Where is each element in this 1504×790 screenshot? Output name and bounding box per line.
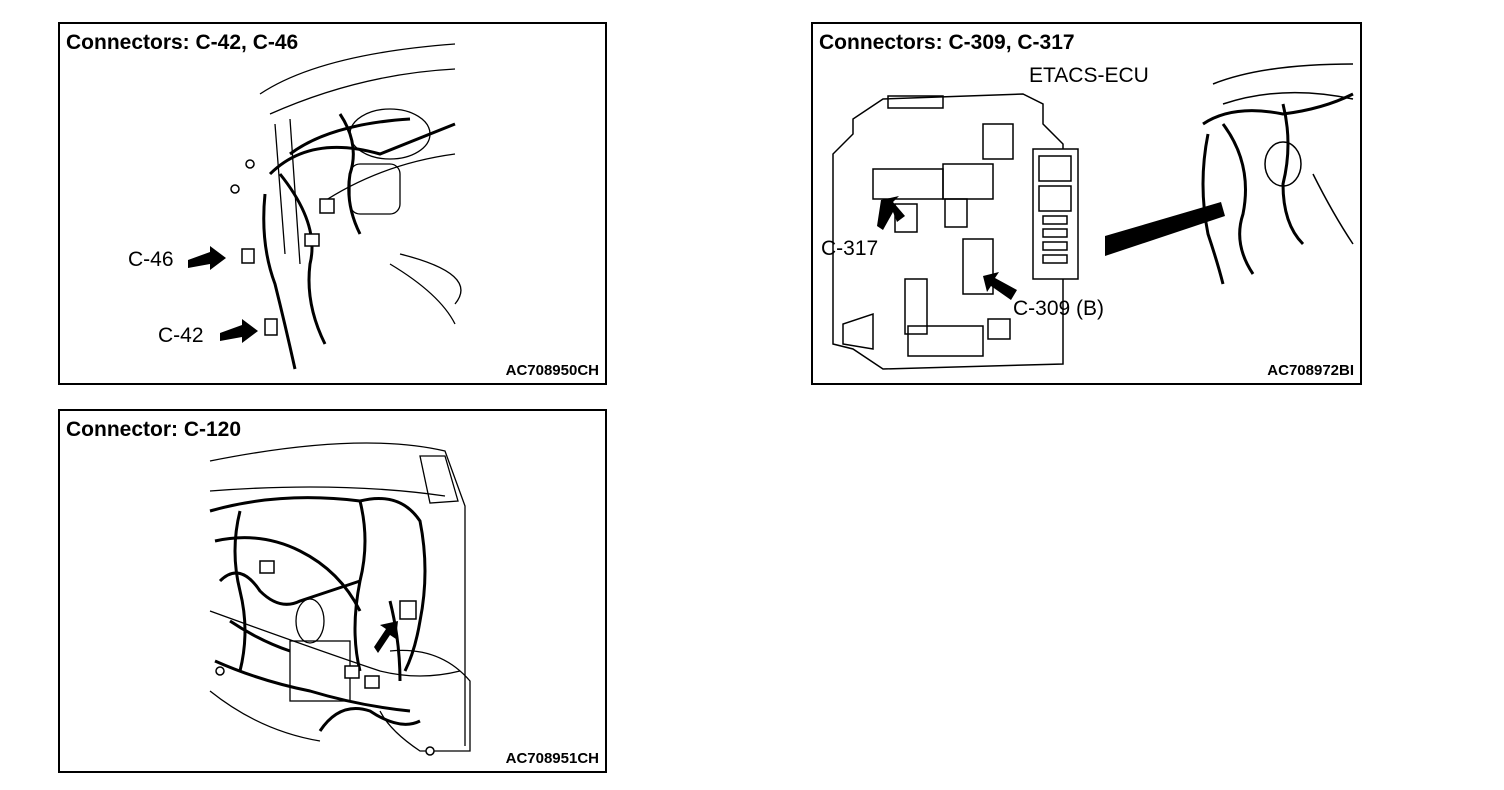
panel-c42-c46: Connectors: C-42, C-46: [58, 22, 607, 385]
panel-title: Connectors: C-309, C-317: [819, 31, 1075, 54]
arrow-c46: [188, 246, 226, 270]
panel-c309-c317: Connectors: C-309, C-317 ETACS-ECU: [811, 22, 1362, 385]
panel-c120: Connector: C-120: [58, 409, 607, 773]
callout-c317: C-317: [821, 237, 879, 260]
callout-c309: C-309 (B): [1013, 297, 1105, 320]
arrow-c42: [220, 319, 258, 343]
figure-code: AC708951CH: [505, 750, 599, 767]
pointer-wedge: [1105, 202, 1225, 256]
arrow-c309: [983, 272, 1017, 300]
panel-title: Connectors: C-42, C-46: [66, 31, 299, 54]
figure-code: AC708972BI: [1267, 362, 1354, 379]
callout-c46: C-46: [128, 248, 174, 271]
dashboard-harness-illustration: [188, 43, 462, 370]
arrow-c317: [877, 196, 905, 230]
panel-title: Connector: C-120: [66, 418, 242, 441]
console-harness-illustration: [209, 442, 471, 756]
arrow-c120: [374, 621, 398, 653]
callout-c42: C-42: [158, 324, 204, 347]
component-label-etacs-ecu: ETACS-ECU: [1029, 64, 1149, 87]
figure-code: AC708950CH: [505, 362, 599, 379]
etacs-ecu-illustration: [832, 63, 1354, 370]
